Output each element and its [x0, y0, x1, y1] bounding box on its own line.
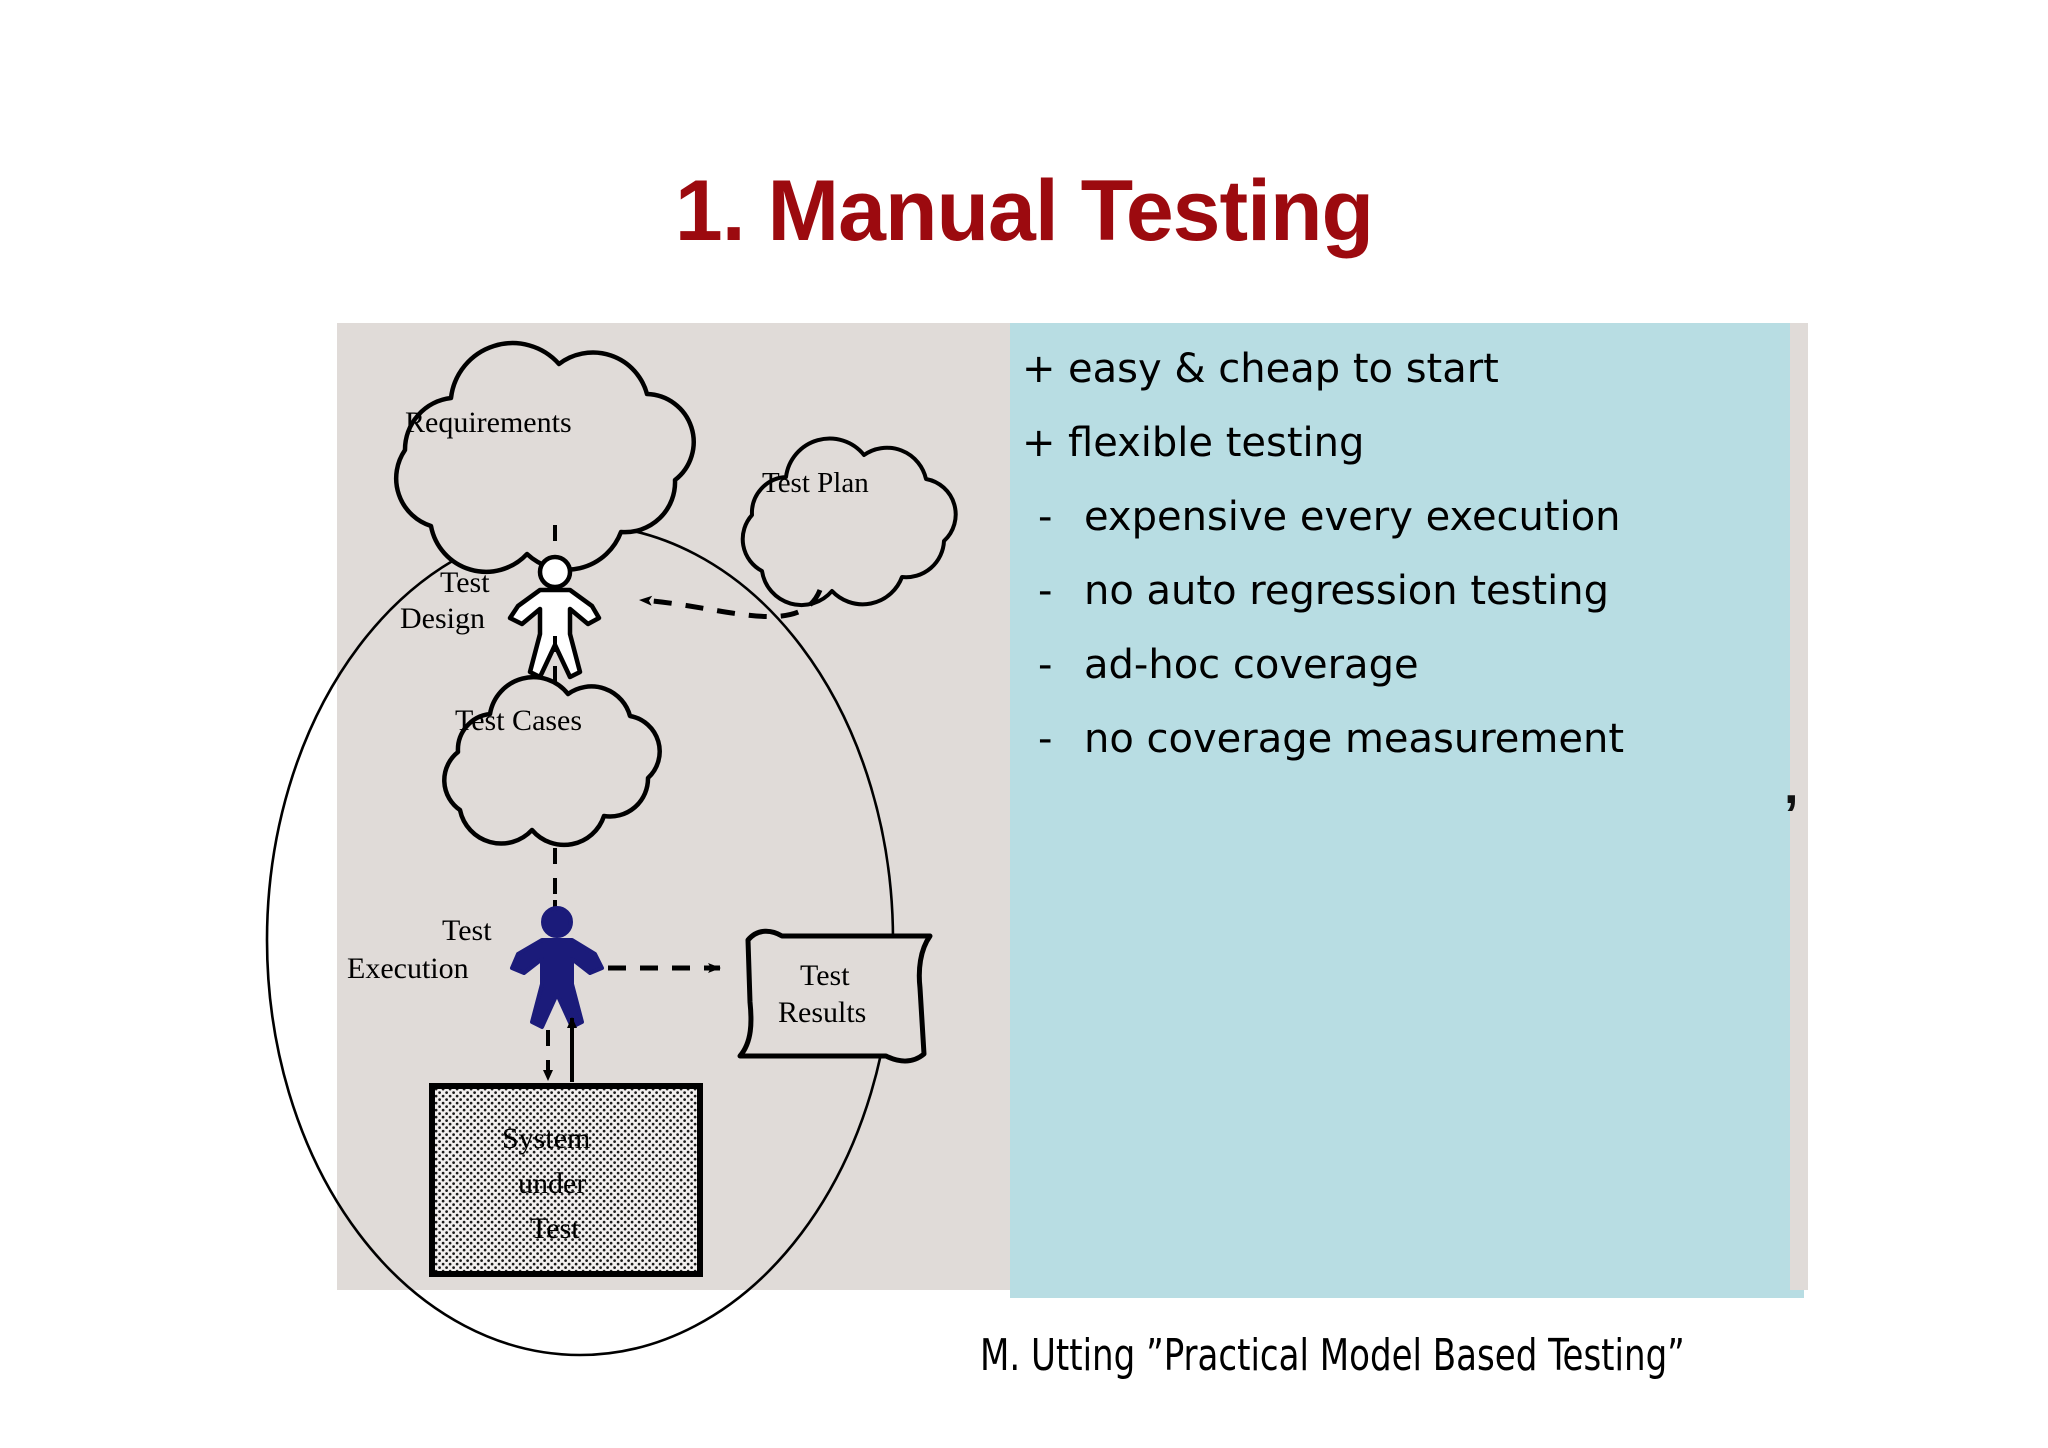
- test-design-label-line2: Design: [400, 602, 485, 635]
- list-item-label: easy & cheap to start: [1068, 346, 1499, 392]
- test-execution-label-line1: Test: [442, 914, 492, 947]
- list-item-label: ad-hoc coverage: [1084, 642, 1419, 688]
- requirements-cloud: Requirements: [393, 340, 696, 574]
- requirements-label: Requirements: [405, 406, 572, 439]
- list-item-label: no auto regression testing: [1084, 568, 1610, 614]
- test-cases-cloud: Test Cases: [442, 675, 662, 848]
- list-item: - expensive every execution: [1022, 480, 1782, 554]
- pros-cons-list: + easy & cheap to start + flexible testi…: [1022, 332, 1782, 776]
- test-results-label-line2: Results: [778, 996, 866, 1029]
- minus-sign-icon: -: [1038, 716, 1053, 762]
- minus-sign-icon: -: [1038, 568, 1053, 614]
- list-item: - ad-hoc coverage: [1022, 628, 1782, 702]
- minus-sign-icon: -: [1038, 494, 1053, 540]
- test-design-actor-icon: [507, 554, 602, 680]
- list-item-label: flexible testing: [1068, 420, 1365, 466]
- right-edge-strip: [1790, 323, 1808, 1290]
- sut-label-line3: Test: [530, 1212, 580, 1245]
- test-results-label-line1: Test: [800, 959, 850, 992]
- test-execution-actor-icon: [510, 906, 604, 1029]
- stray-comma-mark: ,: [1784, 757, 1799, 815]
- minus-sign-icon: -: [1038, 642, 1053, 688]
- sut-label-line1: System: [502, 1122, 590, 1155]
- plus-sign-icon: +: [1022, 420, 1056, 466]
- test-plan-cloud: Test Plan: [740, 436, 958, 608]
- sut-label-line2: under: [518, 1167, 586, 1200]
- plus-sign-icon: +: [1022, 346, 1056, 392]
- test-plan-to-design-arrow: [639, 588, 823, 620]
- system-under-test-box: System under Test: [429, 1083, 703, 1277]
- page-title: 1. Manual Testing: [674, 163, 1374, 259]
- manual-testing-process-diagram: Requirements Test Plan Test Design Test …: [265, 340, 958, 1357]
- list-item: + easy & cheap to start: [1022, 332, 1782, 406]
- list-item: + flexible testing: [1022, 406, 1782, 480]
- list-item-label: expensive every execution: [1084, 494, 1621, 540]
- citation-text: M. Utting ”Practical Model Based Testing…: [980, 1330, 1685, 1381]
- list-item: - no coverage measurement: [1022, 702, 1782, 776]
- list-item: - no auto regression testing: [1022, 554, 1782, 628]
- pros-cons-panel: [1010, 323, 1804, 1298]
- list-item-label: no coverage measurement: [1084, 716, 1625, 762]
- test-cases-label: Test Cases: [455, 704, 582, 737]
- test-execution-label-line2: Execution: [347, 952, 469, 985]
- test-design-label-line1: Test: [440, 566, 490, 599]
- test-results-document: Test Results: [737, 928, 933, 1064]
- test-plan-label: Test Plan: [762, 467, 869, 499]
